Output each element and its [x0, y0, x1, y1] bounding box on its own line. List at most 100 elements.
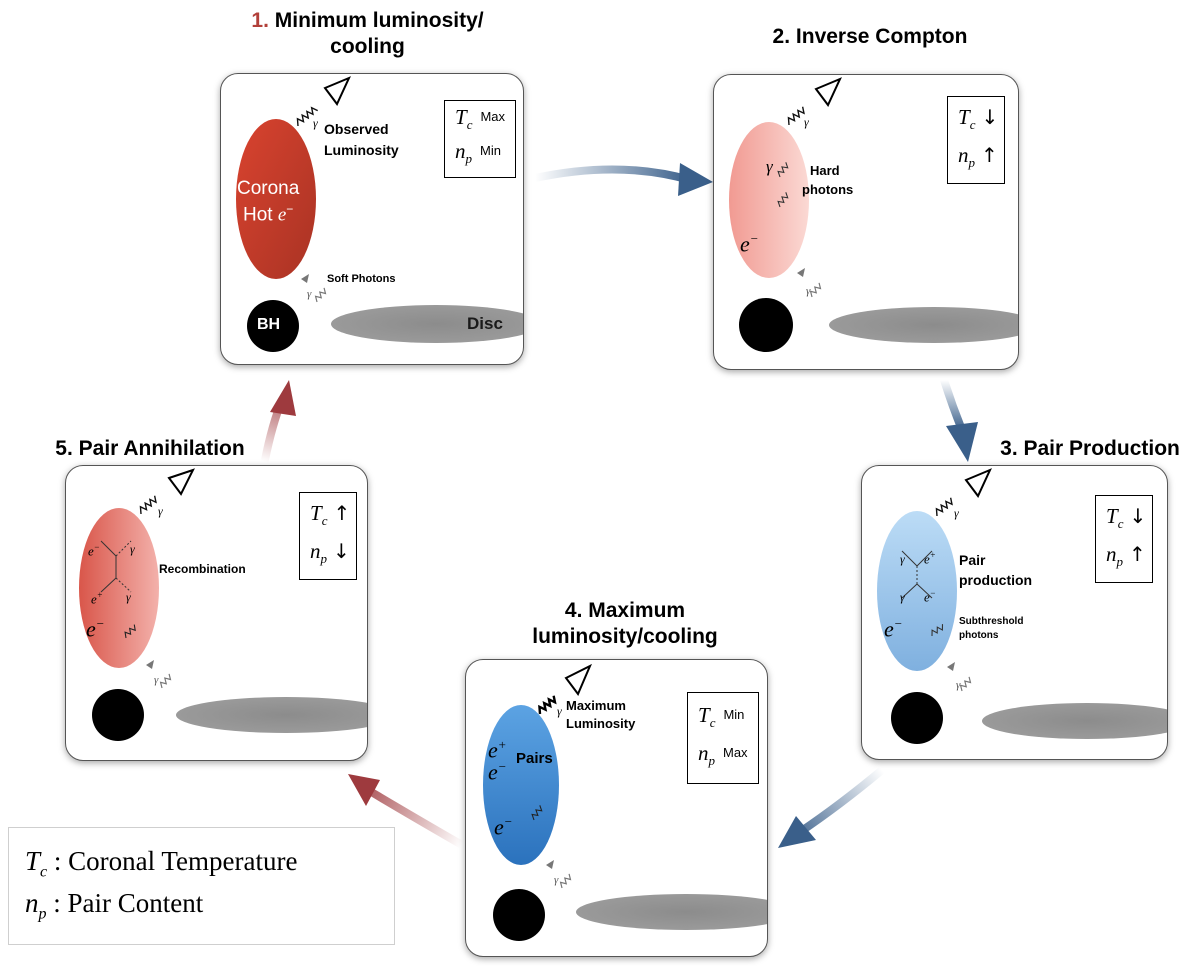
stage3-state-box: Tc↓ np↑	[1095, 495, 1153, 583]
photons-label: photons	[959, 630, 999, 641]
soft-photon-squiggle	[159, 673, 172, 689]
arrow-stage2-to-stage3	[940, 376, 966, 434]
gamma-in-label: γ	[900, 552, 905, 566]
black-hole	[739, 298, 793, 352]
corona-ellipse	[79, 508, 159, 668]
electron-label: e−	[494, 814, 513, 840]
observer-icon	[814, 77, 842, 107]
gamma-soft-label: γ	[806, 285, 811, 297]
black-hole	[92, 689, 144, 741]
black-hole	[247, 300, 299, 352]
electron-label: e−	[86, 616, 105, 642]
hard-label: Hard	[810, 163, 840, 178]
corona-ellipse	[483, 705, 559, 865]
observer-icon	[323, 76, 351, 106]
legend: Tc : Coronal Temperature np : Pair Conte…	[8, 827, 395, 945]
stage3-drawing	[877, 468, 1167, 744]
photon-squiggle	[935, 497, 953, 517]
observer-icon	[564, 663, 592, 696]
pair-label: Pair	[959, 552, 986, 568]
soft-photon-squiggle	[959, 676, 972, 692]
stage1-state-box: TcMax npMin	[444, 100, 516, 178]
bh-label: BH	[257, 316, 281, 333]
photon-squiggle	[787, 106, 805, 126]
corona-ellipse	[877, 511, 957, 671]
gamma-label: γ	[557, 704, 562, 718]
positron-small-label: e+	[91, 590, 103, 607]
observer-icon	[964, 468, 992, 498]
soft-photon-squiggle	[809, 282, 822, 298]
electron-small-label: e−	[88, 542, 100, 559]
subthreshold-label: Subthreshold	[959, 616, 1024, 627]
soft-photon-squiggle	[314, 287, 327, 303]
stage4-title: 4. Maximum luminosity/cooling	[532, 599, 718, 648]
production-label: production	[959, 572, 1033, 588]
soft-photons-label: Soft Photons	[327, 273, 396, 285]
photons-label: photons	[802, 182, 854, 197]
gamma-small-label: γ	[130, 542, 135, 556]
stage5-panel: γ e− γ e+ γ Recombination e− γ Tc↑ np↓	[65, 465, 368, 761]
accretion-disc	[176, 697, 367, 733]
gamma-soft-label: γ	[554, 874, 559, 886]
positron-label: e+	[488, 737, 507, 763]
gamma-label: γ	[954, 506, 959, 520]
gamma-soft-label: γ	[956, 679, 961, 691]
recombination-label: Recombination	[159, 562, 246, 576]
stage1-drawing	[236, 76, 523, 352]
gamma-small-label-2: γ	[126, 590, 131, 604]
electron-label: e−	[740, 231, 759, 257]
soft-photon-squiggle	[559, 873, 572, 889]
electron-pair-label: e−	[488, 759, 507, 785]
gamma-soft-label: γ	[154, 674, 159, 686]
black-hole	[493, 889, 545, 941]
luminosity-label: Luminosity	[324, 142, 399, 158]
stage4-panel: γ Maximum Luminosity e+ e− Pairs e− γ Tc…	[465, 659, 768, 957]
stage2-drawing	[729, 77, 1018, 352]
maximum-label: Maximum	[566, 698, 626, 713]
hard-photon-squiggle-2	[777, 192, 789, 208]
gamma-label: γ	[313, 116, 318, 130]
accretion-disc	[829, 307, 1018, 343]
observed-label: Observed	[324, 121, 389, 137]
accretion-disc	[331, 305, 523, 343]
photon-squiggle	[139, 495, 157, 515]
gamma-hard-label: γ	[766, 157, 773, 176]
subthreshold-photon-squiggle	[931, 624, 944, 637]
gamma-soft-label: γ	[307, 288, 312, 300]
hot-electron-label: Hot e−	[243, 202, 294, 226]
photon-squiggle-inner	[124, 624, 136, 639]
photon-squiggle-inner	[531, 805, 543, 821]
arrow-stage1-to-stage2	[531, 165, 694, 184]
legend-row-temperature: Tc : Coronal Temperature	[25, 846, 298, 881]
electron-label: e−	[884, 616, 903, 642]
legend-row-pair-content: np : Pair Content	[25, 888, 204, 923]
stage5-drawing	[79, 468, 367, 741]
stage3-panel: γ γ e+ γ e− Pair production Subthreshold…	[861, 465, 1168, 760]
luminosity-label: Luminosity	[566, 716, 636, 731]
observer-icon	[167, 468, 195, 496]
stage5-title: 5. Pair Annihilation	[55, 437, 245, 460]
stage2-title: 2. Inverse Compton	[772, 25, 968, 48]
black-hole	[891, 692, 943, 744]
positron-small-label: e+	[924, 550, 936, 567]
arrow-stage4-to-stage5	[364, 786, 466, 849]
stage4-drawing	[483, 663, 767, 941]
stage3-title: 3. Pair Production	[1000, 437, 1180, 460]
accretion-disc	[576, 894, 767, 930]
stage1-title: 1. Minimum luminosity/ cooling	[251, 9, 484, 58]
pairs-label: Pairs	[516, 750, 553, 767]
accretion-disc	[982, 703, 1167, 739]
gamma-label: γ	[158, 504, 163, 518]
stage4-state-box: TcMin npMax	[687, 692, 759, 784]
gamma-label: γ	[804, 115, 809, 129]
arrow-stage3-to-stage4	[796, 766, 886, 836]
corona-label: Corona	[237, 178, 300, 199]
photon-squiggle	[296, 106, 319, 127]
stage1-panel: Observed Luminosity γ Corona Hot e− Soft…	[220, 73, 524, 365]
corona-ellipse	[236, 119, 316, 279]
electron-small-label: e−	[924, 588, 936, 605]
gamma-out-label: γ	[900, 590, 905, 604]
corona-ellipse	[729, 122, 809, 278]
stage2-panel: γ γ Hard photons e− γ Tc↓ np↑	[713, 74, 1019, 370]
